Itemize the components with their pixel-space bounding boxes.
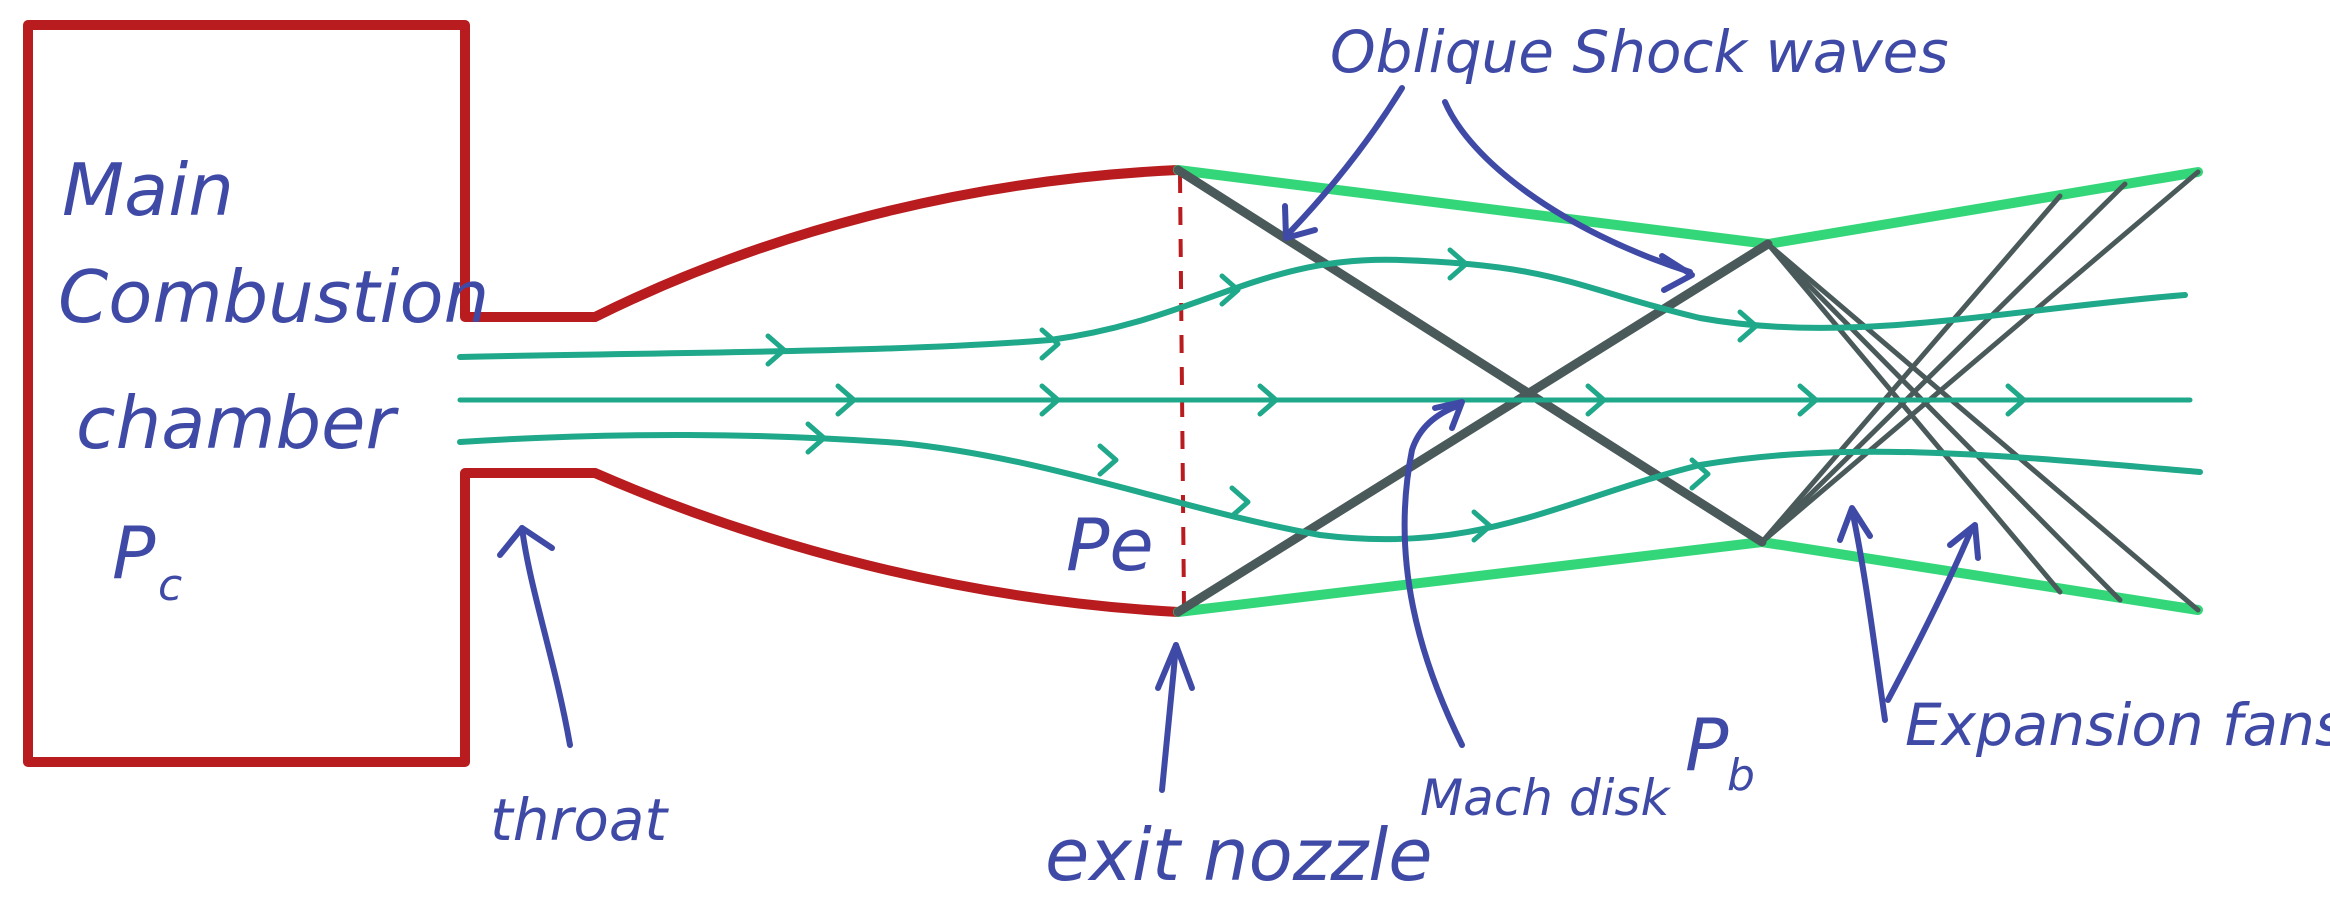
oblique-shock-waves-label: Oblique Shock waves [1330,18,1949,86]
throat-arrow [519,525,573,748]
expansion-fan-lower [1759,169,2201,545]
streamline-upper [457,256,2188,360]
flow-chevrons [765,247,2027,543]
expansion-arrow-2 [1885,525,1975,703]
oblique-shock-1 [1173,165,1767,547]
svg-text:b: b [1727,750,1755,801]
exit-plane-line [1178,174,1186,609]
expansion-fan-upper [1765,241,2201,613]
nozzle-lower-wall [460,468,1183,617]
shock-arrow-1 [1287,85,1405,235]
nozzle-upper-wall [460,165,1183,322]
throat-label: throat [490,786,669,854]
shock-arrow-2 [1442,99,1693,275]
oblique-shock-2 [1173,239,1773,617]
mach-disk-arrow [1401,402,1465,748]
chamber-pressure-label: P c [112,511,182,611]
annotation-arrows [497,85,1981,793]
svg-text:c: c [158,560,182,611]
streamline-lower [457,431,2203,543]
expansion-fans-label: Expansion fans [1905,691,2330,759]
combustion-chamber-wall [23,20,470,767]
mach-disk-label: Mach disk [1420,769,1672,827]
back-pressure-label: P b [1685,703,1755,801]
exit-pressure-label: Pe [1066,503,1154,587]
chamber-label-line3: chamber [76,381,399,465]
svg-text:P: P [112,511,156,595]
exit-nozzle-label: exit nozzle [1045,813,1433,897]
chamber-label-line1: Main [62,148,234,232]
chamber-label-line2: Combustion [58,255,489,339]
exit-nozzle-arrow [1159,642,1179,793]
expansion-arrow-1 [1849,507,1888,723]
svg-text:P: P [1685,703,1729,787]
jet-boundary-upper [1173,165,2203,249]
